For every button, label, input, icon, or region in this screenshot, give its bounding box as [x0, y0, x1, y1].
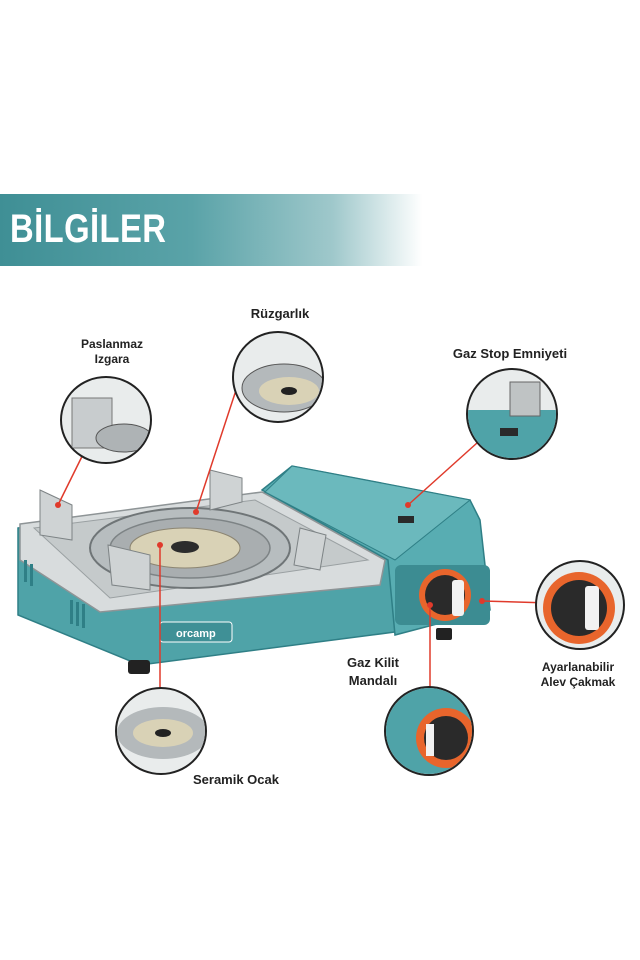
label-ayarlanabilir: Ayarlanabilir Alev Çakmak	[524, 660, 632, 690]
label-ayarlanabilir-line1: Ayarlanabilir	[541, 660, 615, 674]
label-seramik-ocak: Seramik Ocak	[192, 772, 279, 787]
label-paslanmaz-izgara: Paslanmaz Izgara	[72, 337, 152, 367]
brand-text: orcamp	[176, 628, 216, 640]
detail-gasstop-circle	[466, 368, 558, 460]
label-gaz-kilit: Gaz Kilit Mandalı	[328, 654, 418, 690]
label-gaz-kilit-line1: Gaz Kilit	[346, 655, 399, 670]
detail-igniter-circle	[535, 560, 625, 650]
banner-title: BİLGİLER	[10, 207, 167, 251]
pot-support	[39, 489, 73, 541]
label-ayarlanabilir-line2: Alev Çakmak	[540, 675, 616, 689]
detail-ceramic-circle	[115, 687, 207, 775]
foot	[128, 660, 150, 674]
label-paslanmaz-line1: Paslanmaz	[80, 337, 144, 351]
detail-lock-circle	[384, 686, 474, 776]
header-banner: BİLGİLER	[0, 194, 640, 266]
detail-windshield-circle	[232, 331, 324, 423]
label-ruzgarlik: Rüzgarlık	[250, 306, 310, 321]
pot-support	[107, 544, 151, 591]
pot-support	[293, 527, 327, 571]
label-gaz-kilit-line2: Mandalı	[348, 673, 398, 688]
label-gaz-stop: Gaz Stop Emniyeti	[452, 346, 568, 361]
pot-support	[209, 469, 243, 511]
label-paslanmaz-line2: Izgara	[94, 352, 130, 366]
foot	[436, 628, 452, 640]
detail-grate-circle	[60, 376, 152, 464]
side-vents	[24, 560, 85, 628]
